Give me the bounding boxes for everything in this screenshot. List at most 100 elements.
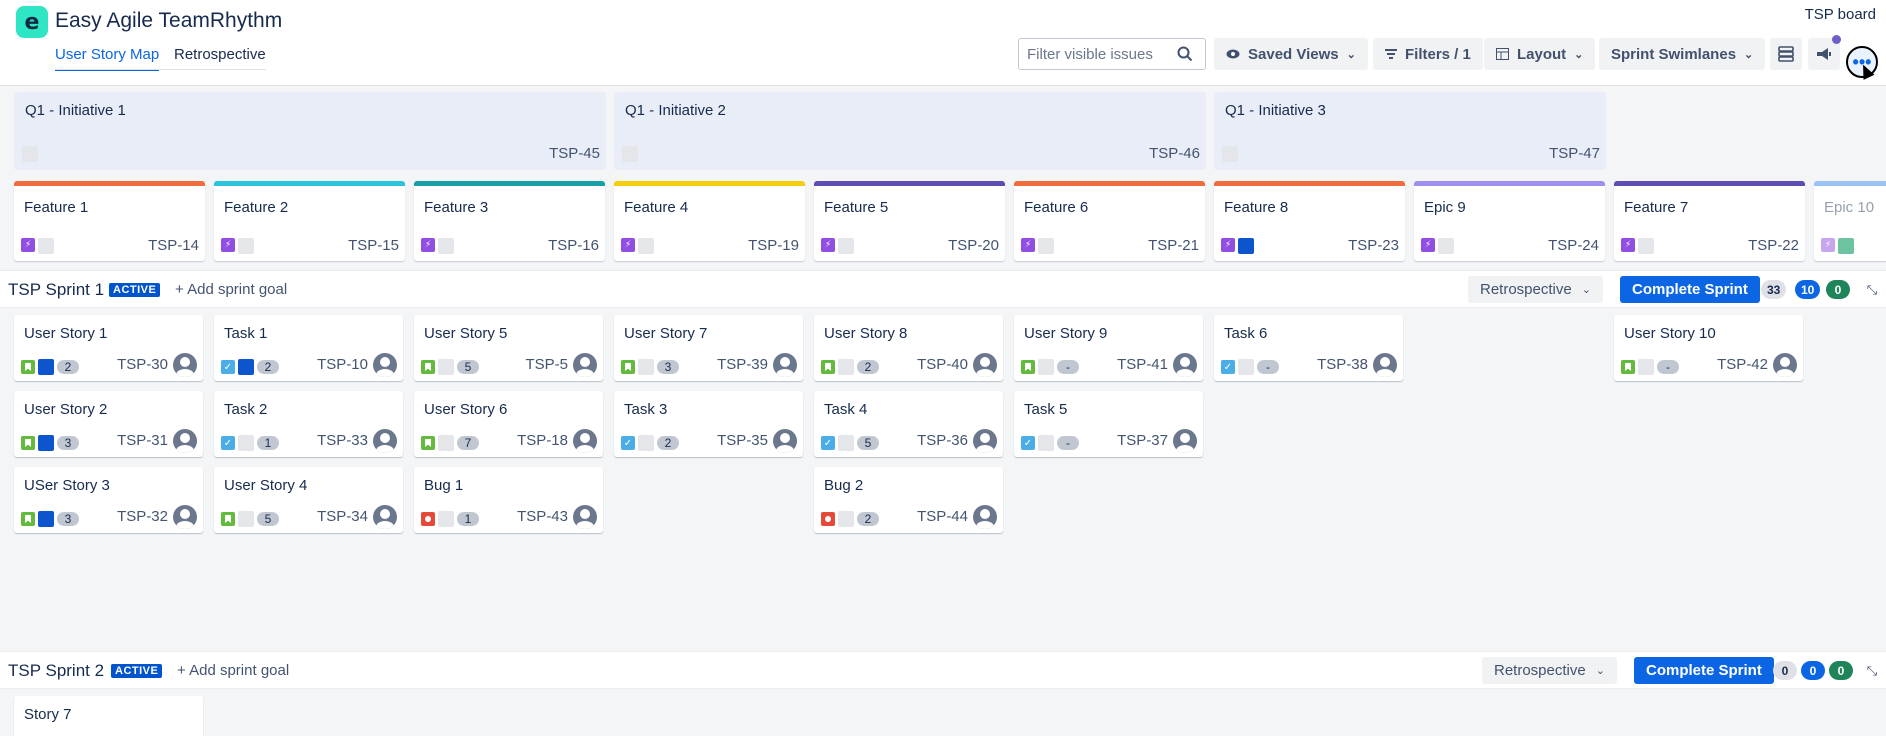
story-card[interactable]: Task 2 1 TSP-33: [214, 391, 403, 457]
story-type-icon: [21, 512, 35, 526]
board-name[interactable]: TSP board: [1804, 6, 1876, 23]
plus-icon: +: [177, 662, 190, 679]
initiative-card[interactable]: Q1 - Initiative 1 TSP-45: [14, 92, 606, 252]
avatar[interactable]: [773, 353, 797, 377]
story-card[interactable]: Bug 2 2 TSP-44: [814, 467, 1003, 533]
story-card[interactable]: User Story 2 3 TSP-31: [14, 391, 203, 457]
chevron-down-icon: ⌄: [1595, 665, 1605, 677]
story-card[interactable]: Task 4 5 TSP-36: [814, 391, 1003, 457]
avatar[interactable]: [173, 353, 197, 377]
feature-card[interactable]: Feature 3 TSP-16: [414, 181, 605, 261]
story-card[interactable]: Task 6 - TSP-38: [1214, 315, 1403, 381]
retrospective-button[interactable]: Retrospective⌄: [1482, 657, 1617, 684]
status-chip: [1438, 238, 1454, 254]
add-sprint-goal-button[interactable]: + Add sprint goal: [177, 662, 290, 679]
story-card[interactable]: User Story 1 2 TSP-30: [14, 315, 203, 381]
epic-type-icon: [821, 238, 835, 252]
avatar[interactable]: [1173, 429, 1197, 453]
story-points: 3: [57, 512, 79, 526]
avatar[interactable]: [173, 505, 197, 529]
sprint-header: TSP Sprint 1 ACTIVE + Add sprint goal Re…: [0, 270, 1886, 308]
filter-input[interactable]: [1027, 45, 1177, 63]
layout-button[interactable]: Layout ⌄: [1484, 38, 1596, 70]
story-card[interactable]: Task 5 - TSP-37: [1014, 391, 1203, 457]
feature-card[interactable]: Feature 7 TSP-22: [1614, 181, 1805, 261]
story-points: 7: [457, 436, 479, 450]
app-title: Easy Agile TeamRhythm: [55, 9, 283, 32]
feature-card[interactable]: Feature 2 TSP-15: [214, 181, 405, 261]
avatar[interactable]: [773, 429, 797, 453]
status-badge: ACTIVE: [111, 664, 163, 678]
board-settings-button[interactable]: [1770, 38, 1802, 70]
avatar[interactable]: [973, 353, 997, 377]
story-card[interactable]: User Story 9 - TSP-41: [1014, 315, 1203, 381]
story-points: -: [1057, 360, 1079, 374]
filter-icon: [1385, 49, 1397, 59]
more-actions-button[interactable]: •••: [1846, 46, 1878, 78]
notification-dot: [1832, 35, 1841, 44]
feature-card[interactable]: Feature 6 TSP-21: [1014, 181, 1205, 261]
story-card[interactable]: Story 7: [14, 696, 203, 736]
story-card[interactable]: User Story 7 3 TSP-39: [614, 315, 803, 381]
plus-icon: +: [175, 281, 188, 298]
retrospective-button[interactable]: Retrospective⌄: [1468, 276, 1603, 303]
filters-button[interactable]: Filters / 1: [1373, 38, 1483, 70]
todo-count: 0: [1773, 661, 1797, 680]
feature-card[interactable]: Feature 5 TSP-20: [814, 181, 1005, 261]
story-card[interactable]: Task 1 2 TSP-10: [214, 315, 403, 381]
status-chip: [622, 146, 638, 162]
avatar[interactable]: [573, 429, 597, 453]
status-chip: [38, 435, 54, 451]
feature-card[interactable]: Epic 9 TSP-24: [1414, 181, 1605, 261]
avatar[interactable]: [573, 505, 597, 529]
collapse-icon[interactable]: ⤡: [1866, 282, 1878, 297]
avatar[interactable]: [973, 505, 997, 529]
status-chip: [1238, 238, 1254, 254]
feature-card[interactable]: Feature 1 TSP-14: [14, 181, 205, 261]
saved-views-button[interactable]: Saved Views ⌄: [1214, 38, 1368, 70]
avatar[interactable]: [373, 429, 397, 453]
initiative-card[interactable]: Q1 - Initiative 3 TSP-47: [1214, 92, 1606, 252]
avatar[interactable]: [1773, 353, 1797, 377]
collapse-icon[interactable]: ⤡: [1866, 663, 1878, 678]
avatar[interactable]: [373, 353, 397, 377]
story-card[interactable]: Bug 1 1 TSP-43: [414, 467, 603, 533]
status-chip: [1638, 238, 1654, 254]
avatar[interactable]: [973, 429, 997, 453]
complete-sprint-button[interactable]: Complete Sprint: [1634, 657, 1774, 684]
complete-sprint-button[interactable]: Complete Sprint: [1620, 276, 1760, 303]
story-card[interactable]: USer Story 3 3 TSP-32: [14, 467, 203, 533]
story-card[interactable]: Task 3 2 TSP-35: [614, 391, 803, 457]
status-chip: [838, 359, 854, 375]
avatar[interactable]: [173, 429, 197, 453]
tab-user-story-map[interactable]: User Story Map: [55, 46, 160, 71]
status-chip: [1038, 238, 1054, 254]
initiative-card[interactable]: Q1 - Initiative 2 TSP-46: [614, 92, 1206, 252]
story-card[interactable]: User Story 5 5 TSP-5: [414, 315, 603, 381]
story-card[interactable]: User Story 4 5 TSP-34: [214, 467, 403, 533]
avatar[interactable]: [1173, 353, 1197, 377]
story-type-icon: [1021, 360, 1035, 374]
tab-retrospective[interactable]: Retrospective: [174, 46, 266, 63]
task-type-icon: [221, 436, 235, 450]
feature-card[interactable]: Epic 10: [1814, 181, 1886, 261]
task-type-icon: [621, 436, 635, 450]
story-card[interactable]: User Story 6 7 TSP-18: [414, 391, 603, 457]
feature-card[interactable]: Feature 4 TSP-19: [614, 181, 805, 261]
app-logo[interactable]: e: [16, 6, 48, 38]
status-chip: [38, 238, 54, 254]
story-card[interactable]: User Story 10 - TSP-42: [1614, 315, 1803, 381]
status-chip: [1038, 359, 1054, 375]
app-header: e Easy Agile TeamRhythm TSP board User S…: [0, 0, 1886, 86]
status-chip: [238, 435, 254, 451]
filter-search[interactable]: [1018, 38, 1206, 70]
story-points: -: [1257, 360, 1279, 374]
feature-card[interactable]: Feature 8 TSP-23: [1214, 181, 1405, 261]
add-sprint-goal-button[interactable]: + Add sprint goal: [175, 281, 288, 298]
avatar[interactable]: [573, 353, 597, 377]
swimlanes-button[interactable]: Sprint Swimlanes ⌄: [1599, 38, 1766, 70]
story-points: 2: [857, 512, 879, 526]
story-card[interactable]: User Story 8 2 TSP-40: [814, 315, 1003, 381]
avatar[interactable]: [1373, 353, 1397, 377]
avatar[interactable]: [373, 505, 397, 529]
